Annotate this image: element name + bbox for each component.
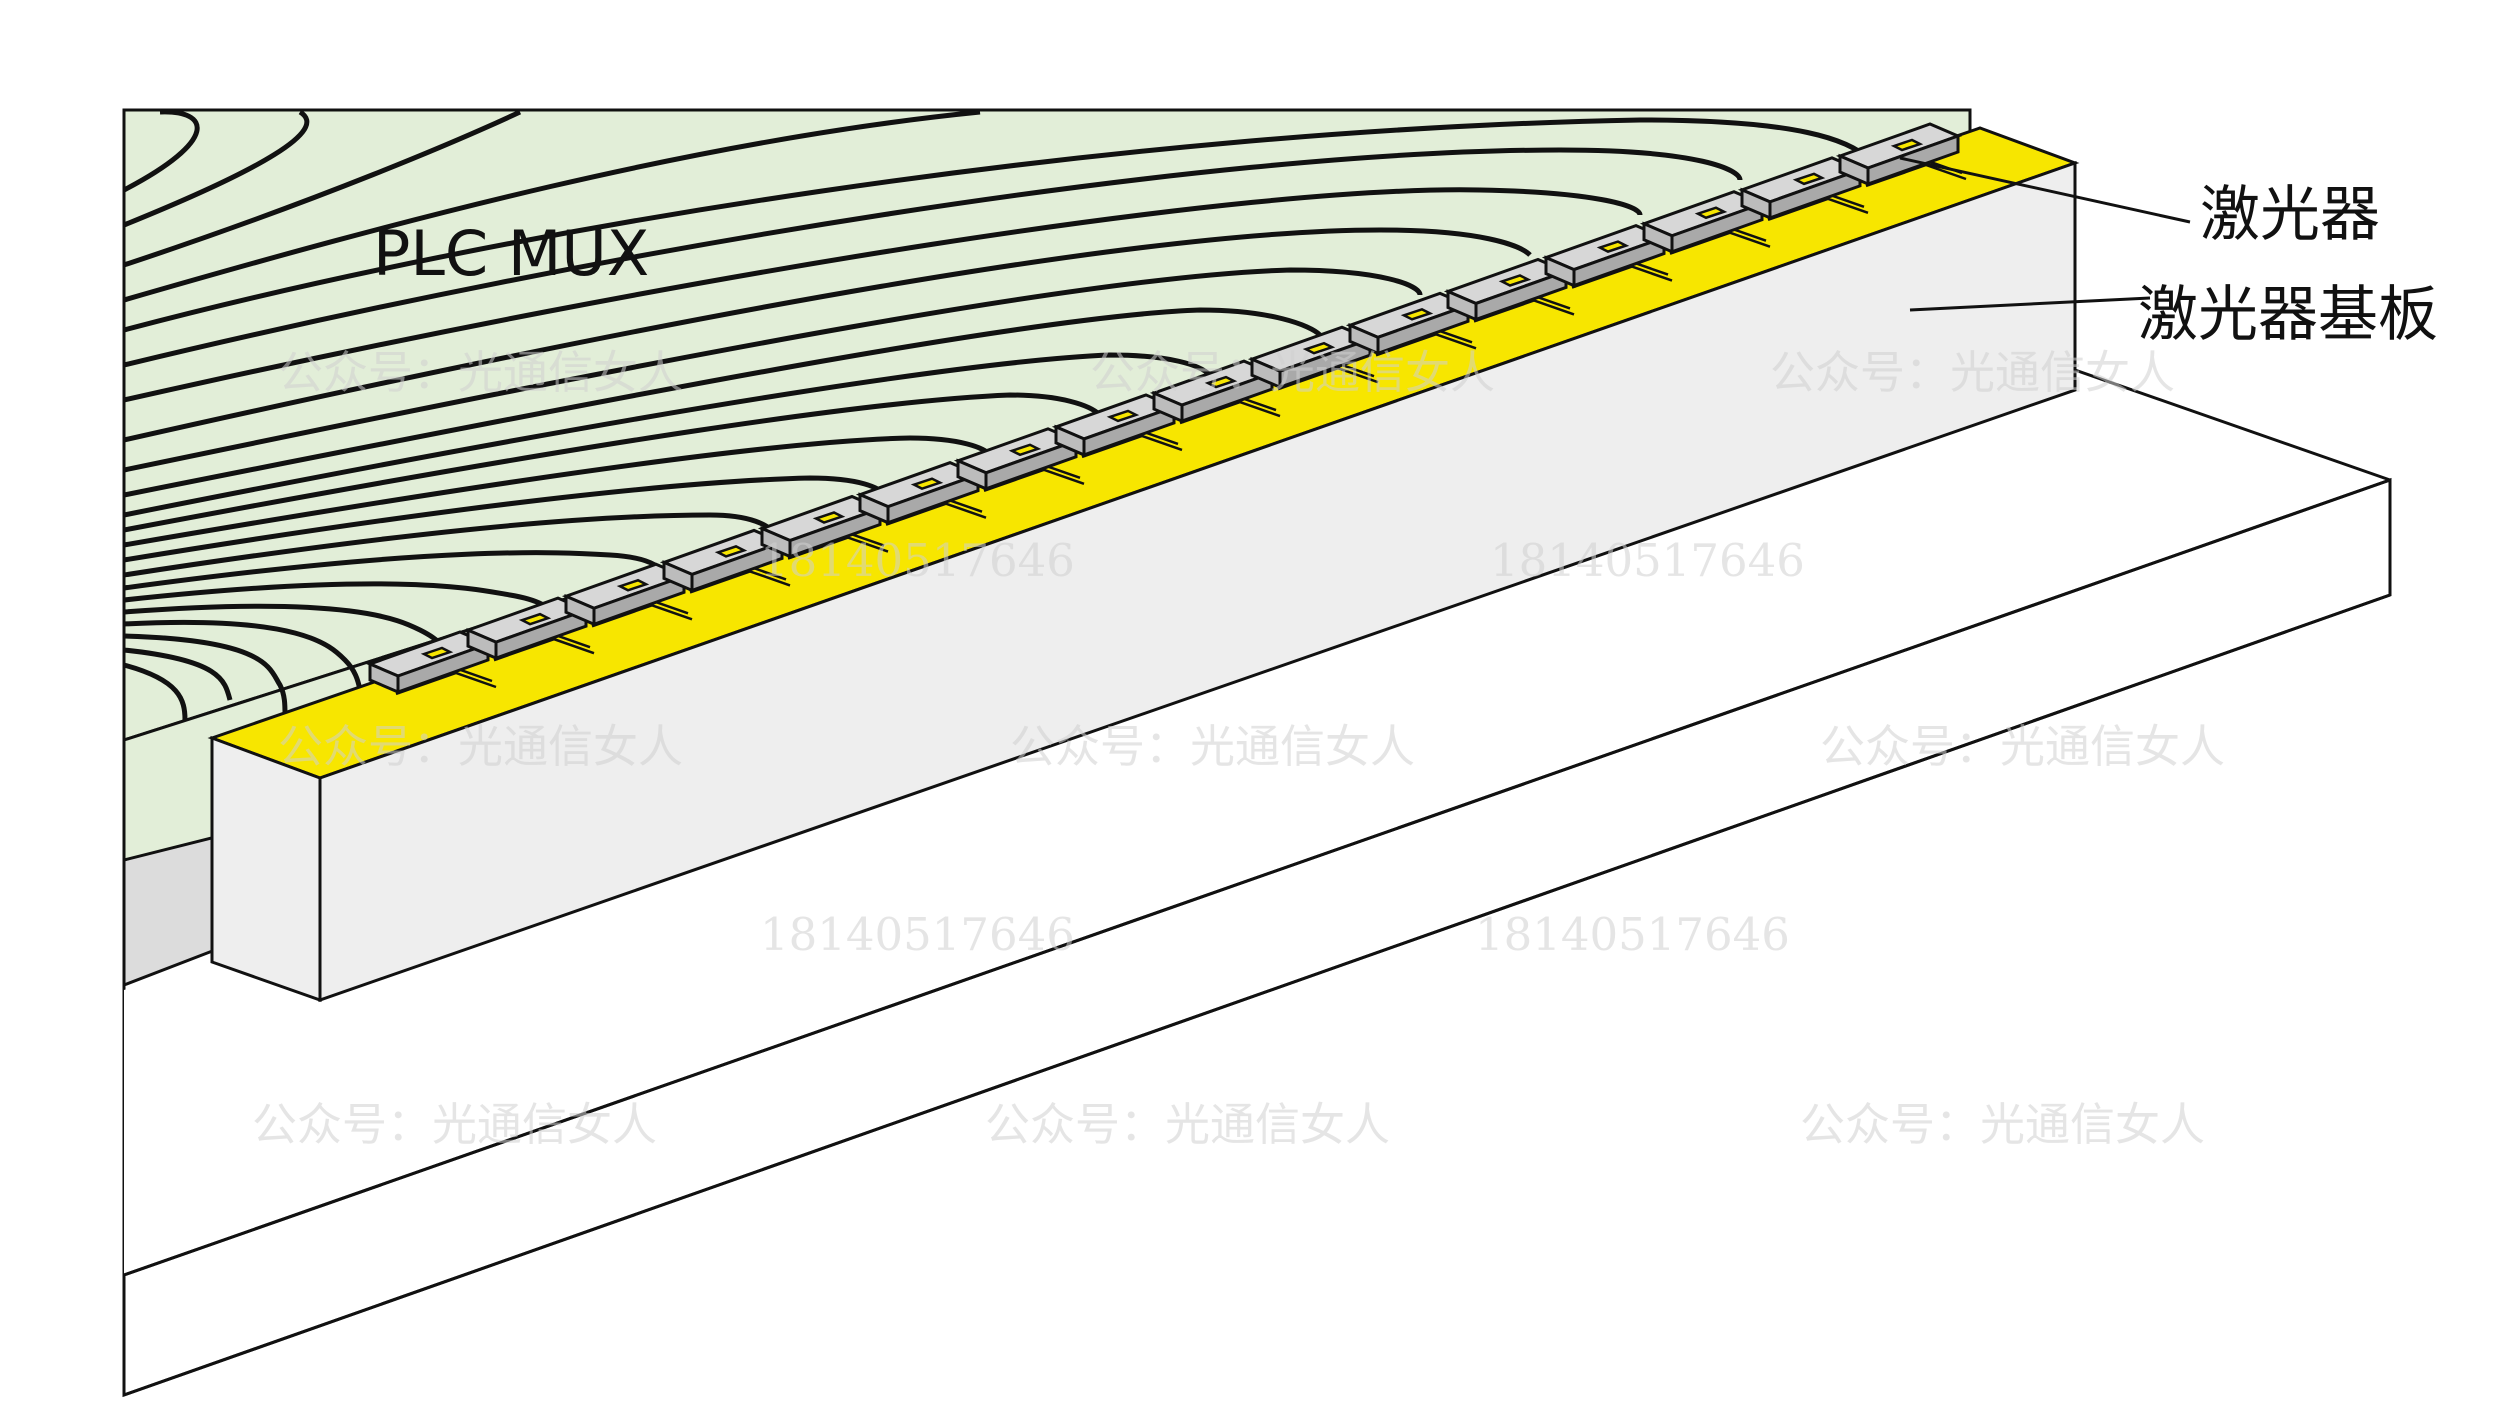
laser-substrate-label: 激光器基板: [2138, 280, 2438, 350]
watermark-account-8: 公众号：光通信女人: [985, 1098, 1390, 1151]
plc-mux-label: PLC MUX: [373, 217, 649, 290]
watermark-account-5: 公众号：光通信女人: [1010, 720, 1415, 773]
watermark-account-3: 公众号：光通信女人: [1770, 346, 2175, 399]
watermark-phone-2: 18140517646: [1490, 534, 1805, 587]
laser-substrate-end: [212, 738, 320, 1000]
watermark-account-9: 公众号：光通信女人: [1800, 1098, 2205, 1151]
watermark-phone-4: 18140517646: [1475, 908, 1790, 961]
laser-label: 激光器: [2200, 180, 2380, 250]
watermark-account-6: 公众号：光通信女人: [1820, 720, 2225, 773]
watermark-account-7: 公众号：光通信女人: [252, 1098, 657, 1151]
watermark-phone-3: 18140517646: [760, 908, 1075, 961]
watermark-account-2: 公众号：光通信女人: [1090, 346, 1495, 399]
watermark-phone-1: 18140517646: [760, 534, 1075, 587]
watermark-account-4: 公众号：光通信女人: [278, 720, 683, 773]
watermark-account-1: 公众号：光通信女人: [278, 346, 683, 399]
